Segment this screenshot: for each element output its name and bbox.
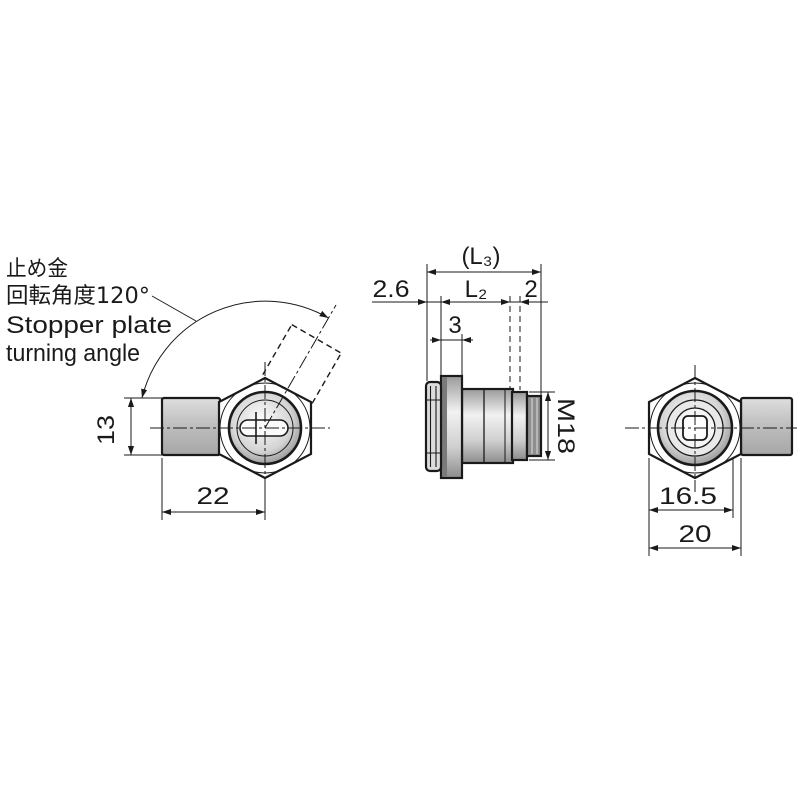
rear-view: 16.5 20 (625, 365, 797, 556)
label-stopper-plate-jp: 止め金 (6, 257, 68, 282)
stopper-plate-edge (525, 394, 543, 458)
label-turning-angle-en: turning angle (6, 340, 140, 367)
label-turning-angle-jp: 回転角度120° (6, 284, 150, 309)
dim-text-13: 13 (93, 415, 120, 445)
rotated-stopper-edge-2 (311, 352, 342, 404)
rear-ring (510, 390, 529, 462)
turning-angle-arc (141, 300, 329, 399)
dim-text-20: 20 (679, 521, 712, 548)
rotated-stopper-edge-1 (262, 324, 293, 376)
dim-text-2: 2 (524, 276, 537, 303)
dim-text-l2: L₂ (465, 276, 488, 303)
dim-text-2-6: 2.6 (373, 276, 410, 303)
dim-text-16-5: 16.5 (659, 483, 717, 510)
stopper-plate (160, 396, 222, 457)
dim-text-m18: M18 (552, 398, 579, 454)
side-view: (L₃) 2.6 L₂ 2 3 M18 (372, 243, 579, 480)
dim-text-22: 22 (197, 483, 230, 510)
front-bezel (424, 380, 443, 473)
dim-text-l3: (L₃) (461, 243, 500, 270)
flange-shadow-band (442, 377, 447, 477)
label-stopper-plate-en: Stopper plate (6, 312, 172, 339)
dim-text-3: 3 (448, 312, 461, 339)
stopper-label-group: 止め金 回転角度120° Stopper plate turning angle (6, 257, 197, 367)
stopper-plate-rear (739, 396, 794, 457)
front-view: 13 22 (93, 300, 342, 520)
